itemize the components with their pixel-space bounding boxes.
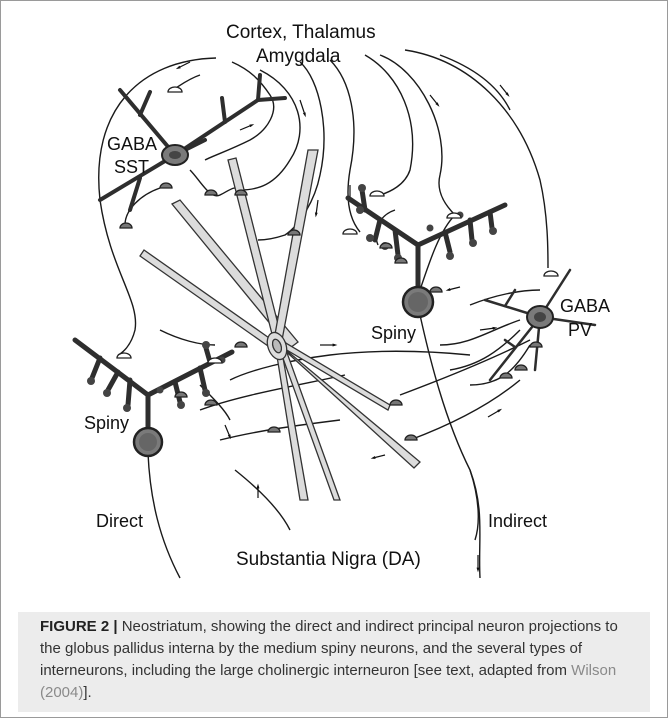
axon-far-right — [405, 50, 548, 268]
axon-mid-2 — [200, 375, 345, 410]
axon-pv-input — [470, 290, 540, 305]
axon-outer-left — [99, 58, 216, 355]
synapse-gray-3 — [120, 223, 132, 228]
synapse-gray-5 — [288, 230, 300, 235]
axon-bottom-mid — [235, 470, 290, 530]
spiny-left-nucleus — [139, 433, 157, 451]
axon-center-1 — [240, 70, 300, 190]
synapse-open-2 — [370, 191, 384, 196]
arrow-7 — [430, 95, 438, 105]
figure-caption: FIGURE 2 | Neostriatum, showing the dire… — [40, 616, 640, 704]
synapse-open-6 — [117, 353, 131, 358]
synapse-gray-6 — [395, 258, 407, 263]
synapse-gray-8 — [430, 287, 442, 292]
spiny-right-nucleus — [408, 292, 428, 312]
synapse-gray-12 — [390, 400, 402, 405]
label-gaba-sst-line1: GABA — [107, 133, 157, 155]
label-direct: Direct — [96, 510, 143, 532]
arrow-11 — [488, 410, 500, 417]
caption-box: FIGURE 2 | Neostriatum, showing the dire… — [18, 612, 650, 712]
synapse-gray-13 — [405, 435, 417, 440]
synapse-gray-17 — [235, 342, 247, 347]
gaba-pv-nucleus — [534, 312, 546, 322]
label-substantia-nigra: Substantia Nigra (DA) — [236, 549, 421, 571]
synapse-open-1 — [168, 87, 182, 92]
synapse-gray-15 — [515, 365, 527, 370]
axon-mid-4 — [410, 380, 520, 440]
synapse-gray-7 — [380, 243, 392, 248]
axon-mid-1 — [230, 351, 470, 380]
ach-dendrite-3 — [274, 150, 318, 340]
synapse-open-4 — [343, 229, 357, 234]
arrow-6 — [500, 85, 508, 95]
caption-text-end: ]. — [83, 684, 91, 701]
axon-right-1 — [365, 55, 413, 195]
synapse-gray-1 — [235, 190, 247, 195]
synapse-open-5 — [544, 271, 558, 276]
label-gaba-pv-line1: GABA — [560, 295, 610, 317]
synapse-open-7 — [208, 358, 222, 363]
axon-direct — [148, 453, 180, 578]
axon-indirect — [420, 315, 480, 578]
label-input-source-line1: Cortex, Thalamus — [226, 22, 376, 44]
spiny-neuron-right — [348, 190, 505, 298]
arrow-9 — [448, 287, 460, 290]
axon-center-3 — [330, 60, 360, 232]
arrow-2 — [240, 125, 252, 130]
arrow-10 — [480, 328, 495, 330]
label-gaba-pv-line2: PV — [568, 319, 592, 341]
synapse-gray-14 — [500, 373, 512, 378]
synapse-terminals — [117, 87, 558, 440]
synapse-gray-10 — [205, 400, 217, 405]
label-input-source-line2: Amygdala — [256, 46, 341, 68]
arrow-3 — [300, 100, 305, 115]
synapse-gray-9 — [175, 392, 187, 397]
synapse-open-3 — [447, 213, 461, 218]
label-spiny-left: Spiny — [84, 412, 129, 434]
synapse-gray-4 — [205, 190, 217, 195]
label-indirect: Indirect — [488, 510, 547, 532]
arrow-13 — [373, 455, 385, 458]
caption-figure-label: FIGURE 2 | — [40, 618, 118, 635]
label-gaba-sst-line2: SST — [114, 156, 149, 178]
arrow-4 — [316, 200, 318, 215]
caption-text: Neostriatum, showing the direct and indi… — [40, 618, 618, 679]
synapse-gray-16 — [530, 342, 542, 347]
synapse-gray-11 — [268, 427, 280, 432]
arrow-15 — [225, 425, 230, 437]
axon-top-right — [440, 55, 510, 110]
label-spiny-right: Spiny — [371, 322, 416, 344]
axon-fibers — [99, 50, 548, 578]
synapse-gray-2 — [160, 183, 172, 188]
gaba-sst-nucleus — [169, 151, 181, 159]
